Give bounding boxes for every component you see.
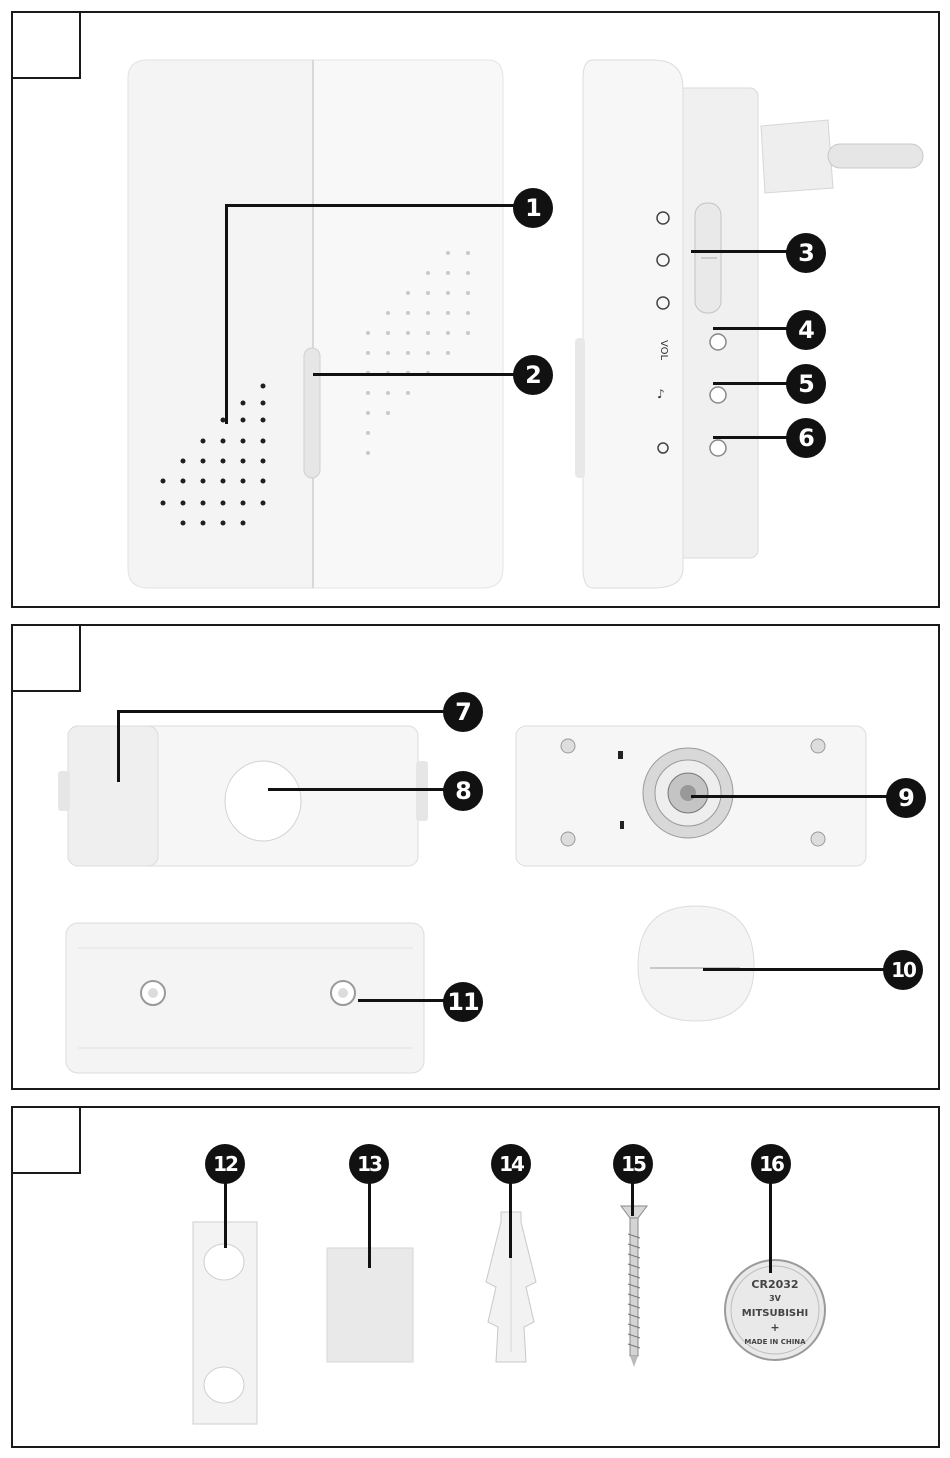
callout-1: 1 (513, 188, 553, 228)
leader-line-6 (713, 436, 791, 439)
leader-line-1 (225, 204, 523, 207)
callout-2: 2 (513, 355, 553, 395)
callout-5: 5 (786, 364, 826, 404)
svg-text:♪: ♪ (657, 387, 665, 401)
figure-b-label-box (11, 624, 81, 692)
callout-8: 8 (443, 771, 483, 811)
callout-3: 3 (786, 233, 826, 273)
leader-line-1-drop (225, 204, 228, 424)
leader-line-4 (713, 327, 791, 330)
figure-a-panel: VOL ♪ 1 2 3 4 5 6 (11, 11, 940, 608)
figure-a-label-box (11, 11, 81, 79)
battery-voltage: 3V (769, 1294, 782, 1303)
callout-12: 12 (205, 1144, 245, 1184)
battery-brand: MITSUBISHI (742, 1308, 808, 1319)
mounting-bracket-illustration (58, 918, 448, 1078)
leader-line-10 (703, 968, 888, 971)
figure-c-panel: 12 13 14 15 CR2032 3V MITSUBISHI + M (11, 1106, 940, 1448)
callout-10: 10 (883, 950, 923, 990)
svg-text:VOL: VOL (658, 340, 669, 361)
battery-model: CR2032 (751, 1278, 798, 1291)
figure-b-panel: 7 8 9 11 10 (11, 624, 940, 1090)
leader-line-7 (117, 710, 447, 713)
leader-line-3 (691, 250, 791, 253)
callout-14: 14 (491, 1144, 531, 1184)
screw-illustration (619, 1204, 649, 1369)
leader-line-11 (358, 999, 448, 1002)
callout-13: 13 (349, 1144, 389, 1184)
transmitter-front-illustration (58, 721, 438, 871)
leader-line-9 (691, 795, 891, 798)
leader-line-5 (713, 382, 791, 385)
coin-battery-illustration: CR2032 3V MITSUBISHI + MADE IN CHINA (723, 1258, 827, 1362)
receiver-unit-illustration (108, 48, 528, 608)
double-sided-tape-illustration (191, 1220, 261, 1428)
battery-origin: MADE IN CHINA (744, 1338, 806, 1346)
battery-polarity: + (770, 1321, 779, 1334)
leader-line-8 (268, 788, 448, 791)
callout-9: 9 (886, 778, 926, 818)
cover-cap-illustration (628, 906, 768, 1026)
callout-15: 15 (613, 1144, 653, 1184)
leader-line-2 (313, 373, 518, 376)
leader-line-7-drop (117, 710, 120, 782)
callout-7: 7 (443, 692, 483, 732)
callout-16: 16 (751, 1144, 791, 1184)
callout-4: 4 (786, 310, 826, 350)
callout-6: 6 (786, 418, 826, 458)
figure-c-label-box (11, 1106, 81, 1174)
callout-11: 11 (443, 982, 483, 1022)
